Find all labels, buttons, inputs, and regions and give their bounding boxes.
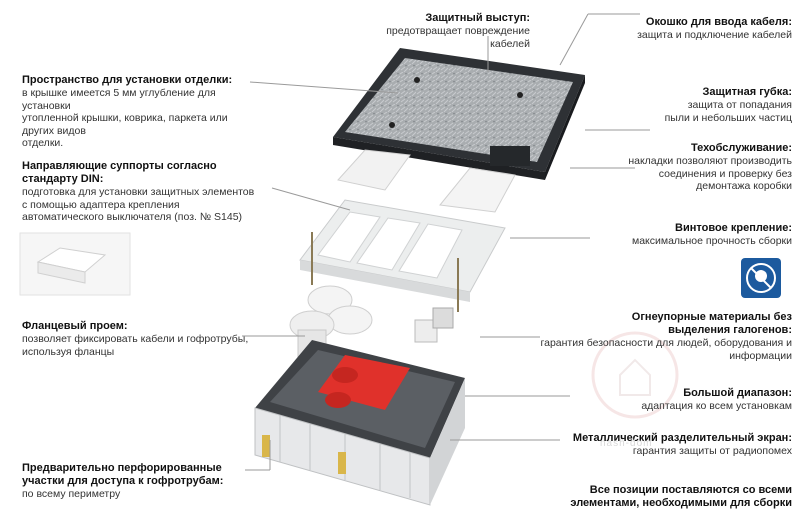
callout-perforated: Предварительно перфорированные участки д… (22, 462, 224, 500)
leader-lines (242, 13, 650, 471)
callout-fireproof: Огнеупорные материалы без выделения гало… (540, 311, 793, 362)
callout-wide-range: Большой диапазон: адаптация ко всем уста… (641, 387, 792, 412)
watermark-logo (591, 331, 679, 419)
watermark-text: nash-dom (600, 438, 653, 449)
callout-flange-opening: Фланцевый проем: позволяет фиксировать к… (22, 320, 249, 358)
callout-maintenance: Техобслуживание: накладки позволяют прои… (628, 142, 792, 192)
cover-plates (337, 149, 516, 213)
no-halogen-icon (741, 258, 781, 298)
din-frame (299, 199, 506, 312)
callout-protective-sponge: Защитная губка: защита от попадания пыли… (664, 86, 792, 124)
red-sockets (318, 355, 410, 410)
callout-protective-ledge: Защитный выступ: предотвращает поврежден… (386, 12, 530, 50)
callout-finishing-space: Пространство для установки отделки: в кр… (22, 74, 233, 149)
callout-din-supports: Направляющие суппорты согласно стандарту… (22, 160, 255, 223)
callout-cable-entry-window: Окошко для ввода кабеля: защита и подклю… (637, 16, 792, 41)
callout-all-positions: Все позиции поставляются со всеми элемен… (570, 484, 792, 509)
small-module (414, 307, 454, 343)
callout-screw-mount: Винтовое крепление: максимальное прочнос… (631, 222, 792, 247)
din-adapter-inset (19, 232, 131, 296)
lid (333, 48, 585, 180)
callout-metal-screen: Металлический разделительный экран: гара… (572, 432, 792, 457)
white-sockets (289, 285, 373, 363)
